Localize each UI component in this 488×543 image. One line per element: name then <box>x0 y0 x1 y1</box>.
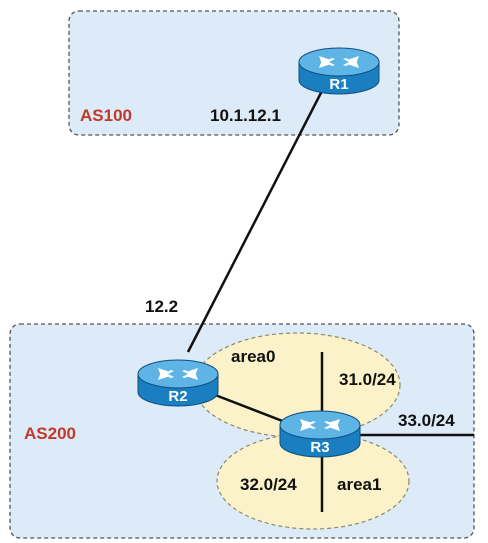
link-r1-r2 <box>186 84 327 353</box>
router-r2-label: R2 <box>168 388 187 405</box>
router-r2[interactable]: R2 <box>137 359 219 407</box>
area1-label: area1 <box>337 475 381 494</box>
router-r3-label: R3 <box>310 439 329 456</box>
network-31-label: 31.0/24 <box>339 370 396 389</box>
as200-label: AS200 <box>24 424 76 443</box>
router-r3[interactable]: R3 <box>279 410 361 458</box>
network-33-label: 33.0/24 <box>398 411 455 430</box>
area1-ellipse <box>216 432 410 530</box>
r1-interface-address: 10.1.12.1 <box>210 106 281 125</box>
area0-ellipse <box>193 332 401 438</box>
router-r1[interactable]: R1 <box>298 47 380 95</box>
r2-interface-address: 12.2 <box>145 297 178 316</box>
area0-label: area0 <box>231 347 275 366</box>
as100-label: AS100 <box>80 106 132 125</box>
router-r1-label: R1 <box>329 76 348 93</box>
network-32-label: 32.0/24 <box>240 475 297 494</box>
